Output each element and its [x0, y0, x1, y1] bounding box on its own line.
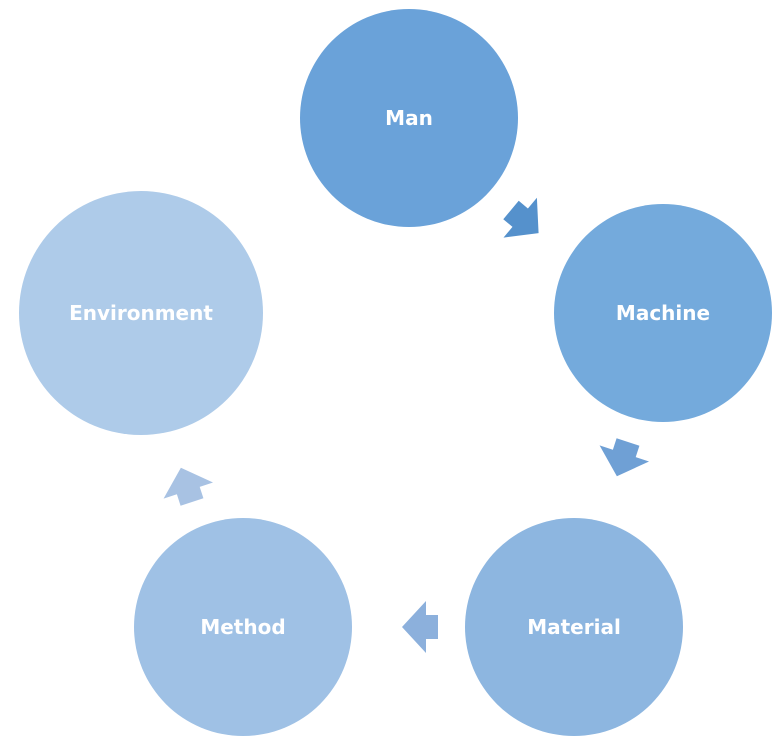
- node-machine-label: Machine: [616, 301, 710, 325]
- node-man-label: Man: [385, 106, 433, 130]
- node-method: Method: [134, 518, 352, 736]
- node-environment-circle: [19, 191, 263, 435]
- arrow-man-to-machine: [503, 197, 539, 238]
- arrow-method-to-environment: [163, 467, 214, 506]
- node-man: Man: [300, 9, 518, 227]
- arrow-machine-to-material: [599, 438, 650, 477]
- node-material-label: Material: [527, 615, 621, 639]
- node-method-circle: [134, 518, 352, 736]
- node-material: Material: [465, 518, 683, 736]
- node-machine: Machine: [554, 204, 772, 422]
- arrow-material-to-method: [402, 601, 438, 653]
- node-machine-circle: [554, 204, 772, 422]
- node-material-circle: [465, 518, 683, 736]
- node-method-label: Method: [200, 615, 285, 639]
- node-environment: Environment: [19, 191, 263, 435]
- node-environment-label: Environment: [69, 301, 213, 325]
- node-man-circle: [300, 9, 518, 227]
